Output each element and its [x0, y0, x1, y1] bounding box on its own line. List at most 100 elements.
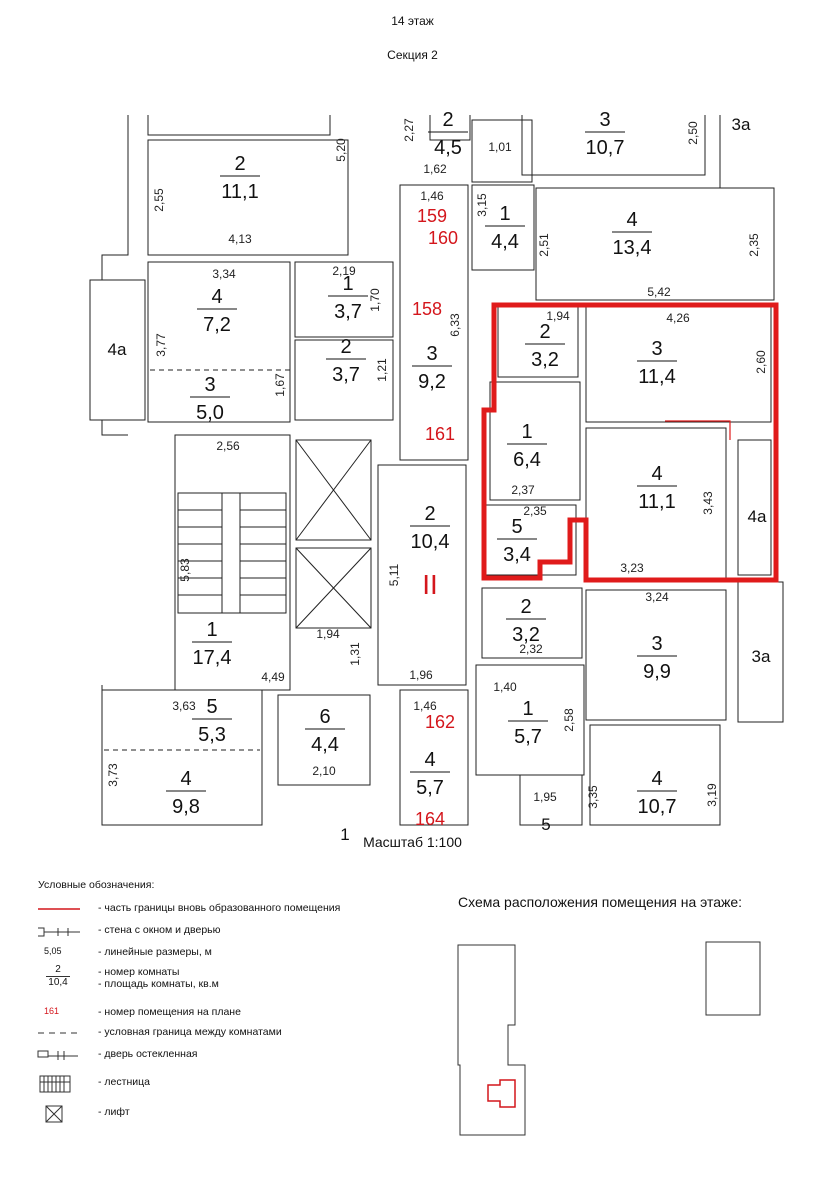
wall-outline — [89, 115, 129, 436]
legend: - часть границы вновь образованного поме… — [37, 900, 438, 1140]
dimension-label: 1,21 — [375, 358, 389, 382]
room-area: 5,3 — [198, 724, 226, 746]
dimension-label: 2,55 — [152, 188, 166, 212]
dimension-label: 2,56 — [216, 439, 240, 453]
legend-sample: 5,05 — [44, 946, 62, 956]
legend-item: 5,05 - линейные размеры, м — [38, 944, 438, 964]
dimension-label: 1,94 — [316, 627, 340, 641]
room-number: 2 — [442, 109, 453, 131]
dimension-label: 3,34 — [212, 267, 236, 281]
dimension-label: 5,11 — [387, 563, 401, 586]
dimension-label: 1,94 — [546, 309, 570, 323]
legend-text: - лестница — [98, 1076, 150, 1088]
legend-item: - лестница — [38, 1074, 438, 1094]
legend-text: - дверь остекленная — [98, 1048, 198, 1060]
wall-room — [481, 587, 583, 659]
dimension-label: 1,70 — [368, 288, 382, 312]
room-area: 9,8 — [172, 796, 200, 818]
room-number: 1 — [340, 825, 349, 844]
dimension-label: 5,83 — [178, 558, 192, 582]
legend-text: - условная граница между комнатами — [98, 1026, 282, 1038]
room-number: 4а — [108, 340, 127, 359]
lift-shaft — [295, 439, 372, 541]
room-area: 4,4 — [311, 734, 339, 756]
room-area: 4,4 — [491, 231, 519, 253]
wall-room — [471, 184, 535, 271]
legend-symbol-glass-door — [37, 1046, 98, 1066]
room-number: 3 — [651, 633, 662, 655]
scheme-title: Схема расположения помещения на этаже: — [458, 894, 743, 910]
dimension-label: 3,23 — [620, 561, 644, 575]
legend-symbol-red-line — [38, 900, 98, 920]
dimension-label: 2,32 — [519, 642, 543, 656]
legend-text: - лифт — [98, 1106, 130, 1118]
legend-sample: 161 — [44, 1006, 60, 1016]
premise-number: 160 — [428, 228, 458, 248]
dimension-label: 3,63 — [172, 699, 196, 713]
dimension-label: 1,46 — [420, 189, 444, 203]
floor-label: 14 этаж — [391, 14, 434, 28]
room-number: 4 — [626, 209, 637, 231]
wall-outline — [429, 115, 471, 141]
legend-item: - часть границы вновь образованного поме… — [38, 900, 438, 920]
legend-item: - условная граница между комнатами — [38, 1024, 438, 1044]
room-number: 2 — [234, 153, 245, 175]
dimension-label: 2,51 — [537, 233, 551, 257]
dimension-label: 3,15 — [475, 193, 489, 217]
room-number: 5 — [541, 815, 550, 834]
premise-boundary-highlight — [481, 302, 779, 583]
dimension-label: 3,77 — [154, 333, 168, 357]
dimension-label: 1,31 — [348, 642, 362, 666]
premise-number: 162 — [425, 712, 455, 732]
floor-scheme — [457, 941, 761, 1136]
dimension-label: 1,62 — [423, 162, 447, 176]
wall-room — [535, 187, 775, 301]
room-number: 2 — [340, 336, 351, 358]
section-marker: II — [422, 569, 438, 600]
legend-text: - линейные размеры, м — [98, 946, 212, 958]
dimension-label: 4,13 — [228, 232, 252, 246]
premise-number: 161 — [425, 424, 455, 444]
wall-room — [399, 184, 469, 461]
scale-label: Масштаб 1:100 — [363, 834, 462, 850]
dimension-label: 1,67 — [273, 373, 287, 397]
wall-room — [147, 261, 291, 423]
room-number: 1 — [206, 619, 217, 641]
room-number: 4 — [651, 768, 662, 790]
legend-item: - стена с окном и дверью — [38, 922, 438, 942]
wall-room — [471, 119, 533, 183]
room-area: 3,2 — [531, 349, 559, 371]
legend-item: - дверь остекленная — [37, 1046, 438, 1066]
room-number: 5 — [206, 696, 217, 718]
room-area: 4,5 — [434, 137, 462, 159]
wall-room — [294, 339, 394, 421]
section-label: Секция 2 — [387, 48, 438, 62]
legend-room-number: 2 — [55, 964, 61, 975]
dimension-label: 3,24 — [645, 590, 669, 604]
room-area: 11,1 — [638, 491, 675, 513]
room-area: 9,2 — [418, 371, 446, 393]
dimension-label: 2,60 — [754, 350, 768, 374]
room-number: 1 — [499, 203, 510, 225]
dimension-label: 2,35 — [523, 504, 547, 518]
dimension-label: 2,27 — [402, 118, 416, 142]
room-area: 11,1 — [221, 181, 258, 203]
wall-room — [89, 279, 146, 421]
room-number: 1 — [521, 421, 532, 443]
room-number: 3 — [599, 109, 610, 131]
room-area: 10,7 — [638, 796, 677, 818]
wall-outline — [147, 115, 331, 136]
lift-shaft — [295, 547, 372, 629]
dimension-label: 2,10 — [312, 764, 336, 778]
legend-symbol-premise: 161 — [38, 1004, 98, 1024]
room-area: 5,7 — [514, 726, 542, 748]
legend-symbol-lift — [38, 1104, 98, 1124]
legend-symbol-stairs — [38, 1074, 98, 1094]
room-number: 3а — [732, 115, 751, 134]
legend-text: - площадь комнаты, кв.м — [98, 978, 219, 990]
room-number: 3 — [651, 338, 662, 360]
room-area: 17,4 — [193, 647, 232, 669]
scheme-premise-highlight — [487, 1079, 516, 1108]
lift-cross — [295, 547, 372, 629]
